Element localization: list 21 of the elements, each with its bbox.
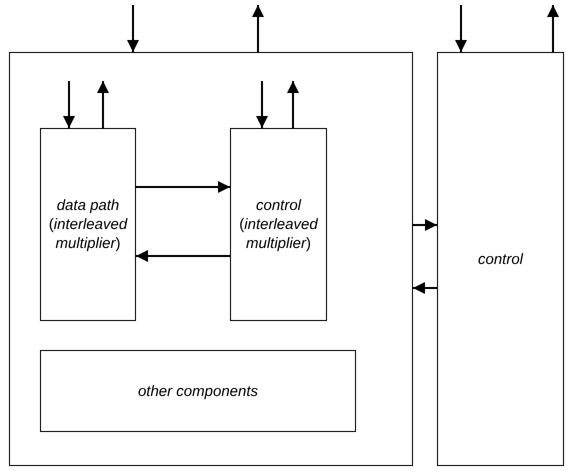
arrow [252, 5, 264, 52]
arrow [287, 81, 299, 128]
arrow [256, 81, 268, 128]
block-label: data path (interleaved multiplier) [48, 196, 128, 253]
block-label: control (interleaved multiplier) [238, 196, 319, 253]
arrow [455, 5, 467, 52]
arrow [136, 250, 230, 262]
arrow [97, 81, 109, 128]
arrow [413, 219, 437, 231]
arrow [63, 81, 75, 128]
block-box [40, 350, 356, 432]
block-box [40, 128, 136, 321]
arrow [547, 5, 559, 52]
arrow [127, 5, 139, 52]
block-label: control [476, 250, 524, 268]
block-label: other components [136, 382, 260, 400]
box-frame [9, 52, 413, 466]
block-box [230, 128, 327, 321]
block-box [437, 52, 564, 466]
arrow [413, 282, 437, 294]
arrow [136, 181, 230, 193]
